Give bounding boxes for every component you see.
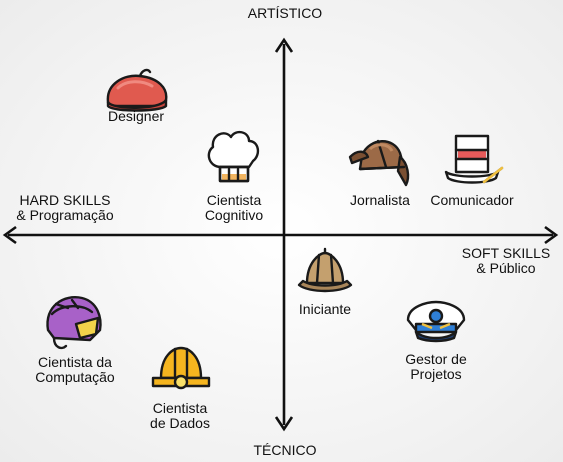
top-hat-icon [444, 134, 504, 184]
hard-hat-icon [151, 346, 211, 390]
role-label-comunicador: Comunicador [430, 192, 514, 208]
role-label-designer: Designer [107, 108, 165, 124]
bike-helmet-icon [46, 296, 102, 350]
role-label-jornalista: Jornalista [350, 192, 410, 208]
axis-label-top: ARTÍSTICO [247, 5, 323, 21]
deerstalker-hat-icon [348, 139, 410, 187]
axis-label-bottom: TÉCNICO [253, 442, 317, 458]
role-label-cientista-computacao: Cientista da Computação [35, 354, 115, 385]
pith-helmet-icon [297, 247, 353, 293]
role-label-cientista-cognitivo: Cientista Cognitivo [204, 192, 264, 223]
captain-hat-icon [406, 300, 466, 343]
axis-label-left: HARD SKILLS & Programação [16, 192, 114, 223]
beret-icon [106, 68, 168, 112]
axis-label-right: SOFT SKILLS & Público [461, 245, 551, 276]
role-label-cientista-dados: Cientista de Dados [150, 400, 210, 431]
chef-hat-icon [207, 130, 260, 183]
horizontal-axis [2, 225, 559, 245]
role-label-gestor: Gestor de Projetos [405, 351, 467, 382]
role-label-iniciante: Iniciante [298, 301, 352, 317]
